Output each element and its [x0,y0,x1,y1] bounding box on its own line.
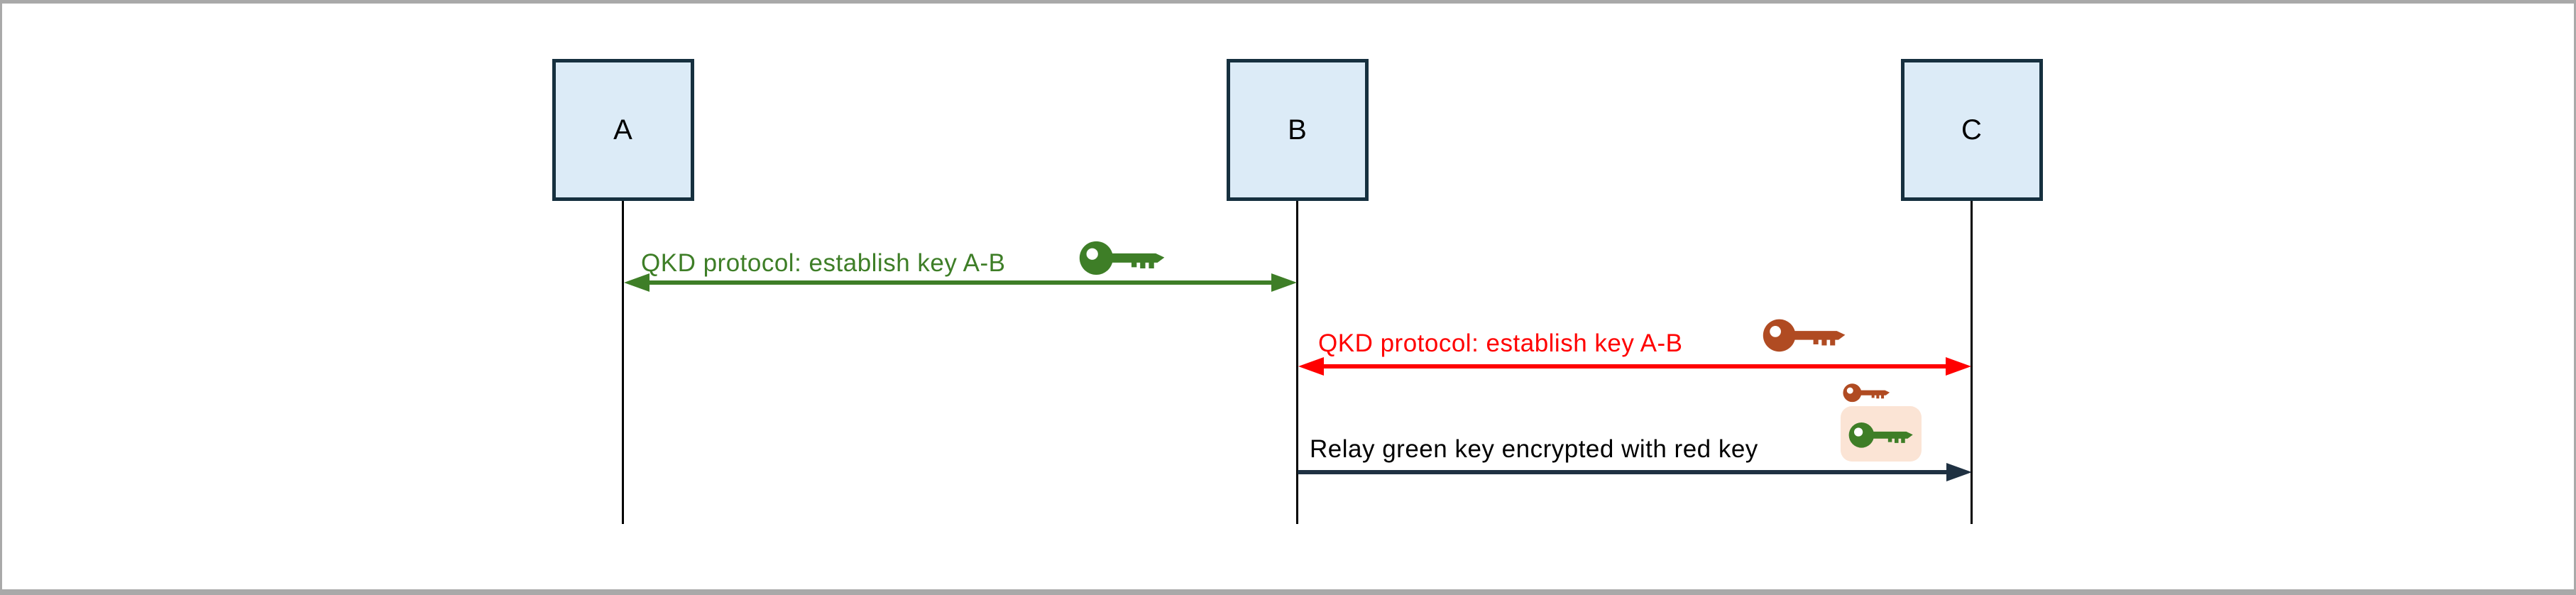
qkd-bc-message-label: QKD protocol: establish key A-B [1318,329,1683,357]
arrowhead-left [1298,357,1324,376]
lifeline-a [622,201,624,524]
actor-box-c: C [1901,59,2043,201]
arrowhead-right [1271,273,1297,292]
arrowhead-right [1946,357,1971,376]
actor-label-c: C [1961,114,1983,146]
qkd-bc-double-arrow [1298,357,1971,376]
actor-box-a: A [552,59,694,201]
lifeline-c [1971,201,1973,524]
dark-red-key-icon [1763,315,1846,355]
arrowhead-left [624,273,650,292]
green-key-icon [1079,239,1166,277]
small-red-key-icon [1843,381,1890,404]
relay-message-label: Relay green key encrypted with red key [1310,435,1758,463]
relay-arrow [1298,463,1972,481]
encrypted-key-envelope [1841,406,1922,462]
lifeline-b [1296,201,1298,524]
actor-box-b: B [1227,59,1369,201]
actor-label-b: B [1288,114,1308,146]
actor-label-a: A [613,114,633,146]
green-key-in-envelope-icon [1848,420,1914,450]
qkd-ab-double-arrow [624,273,1297,292]
arrowhead-right [1946,463,1972,481]
qkd-ab-message-label: QKD protocol: establish key A-B [641,249,1006,277]
